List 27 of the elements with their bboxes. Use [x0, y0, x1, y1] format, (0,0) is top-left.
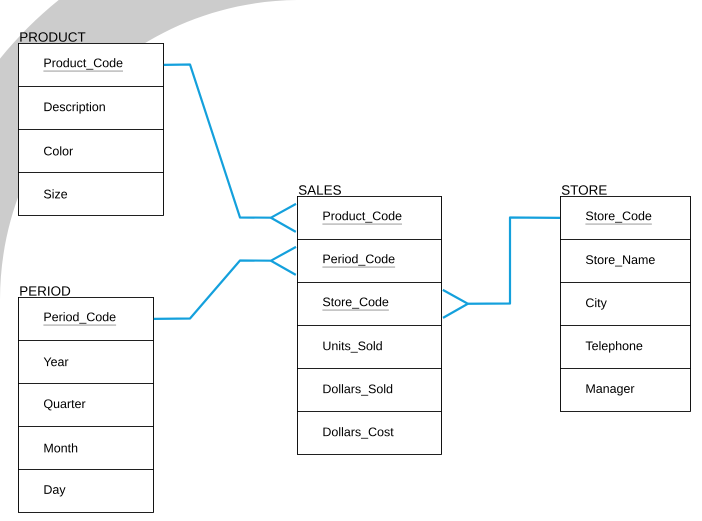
table-row: Period_Code: [297, 238, 442, 283]
table-row: Size: [18, 172, 164, 216]
table-row: Description: [18, 86, 164, 130]
table-row: Quarter: [18, 382, 154, 427]
table-row: Units_Sold: [297, 324, 442, 369]
node-label: PRODUCT: [20, 32, 86, 42]
table-row: Product_Code: [18, 42, 164, 87]
connector: [164, 63, 297, 233]
node-label: STORE: [562, 185, 607, 195]
table-row: Year: [18, 340, 154, 384]
table-row: Telephone: [560, 324, 691, 369]
table-row: Product_Code: [297, 196, 442, 240]
table-row: Day: [18, 468, 154, 513]
table-row: City: [560, 282, 691, 326]
node-label: SALES: [298, 185, 341, 195]
node-label: PERIOD: [20, 286, 70, 296]
table-row: Store_Code: [297, 282, 442, 326]
connector: [442, 216, 560, 319]
table-row: Manager: [560, 368, 691, 412]
table-row: Dollars_Sold: [297, 368, 442, 412]
table-row: Store_Name: [560, 238, 691, 283]
table-row: Dollars_Cost: [297, 410, 442, 455]
table-row: Period_Code: [18, 296, 154, 341]
connector: [154, 246, 297, 320]
table-row: Color: [18, 128, 164, 173]
table-row: Store_Code: [560, 196, 691, 240]
table-row: Month: [18, 426, 154, 470]
